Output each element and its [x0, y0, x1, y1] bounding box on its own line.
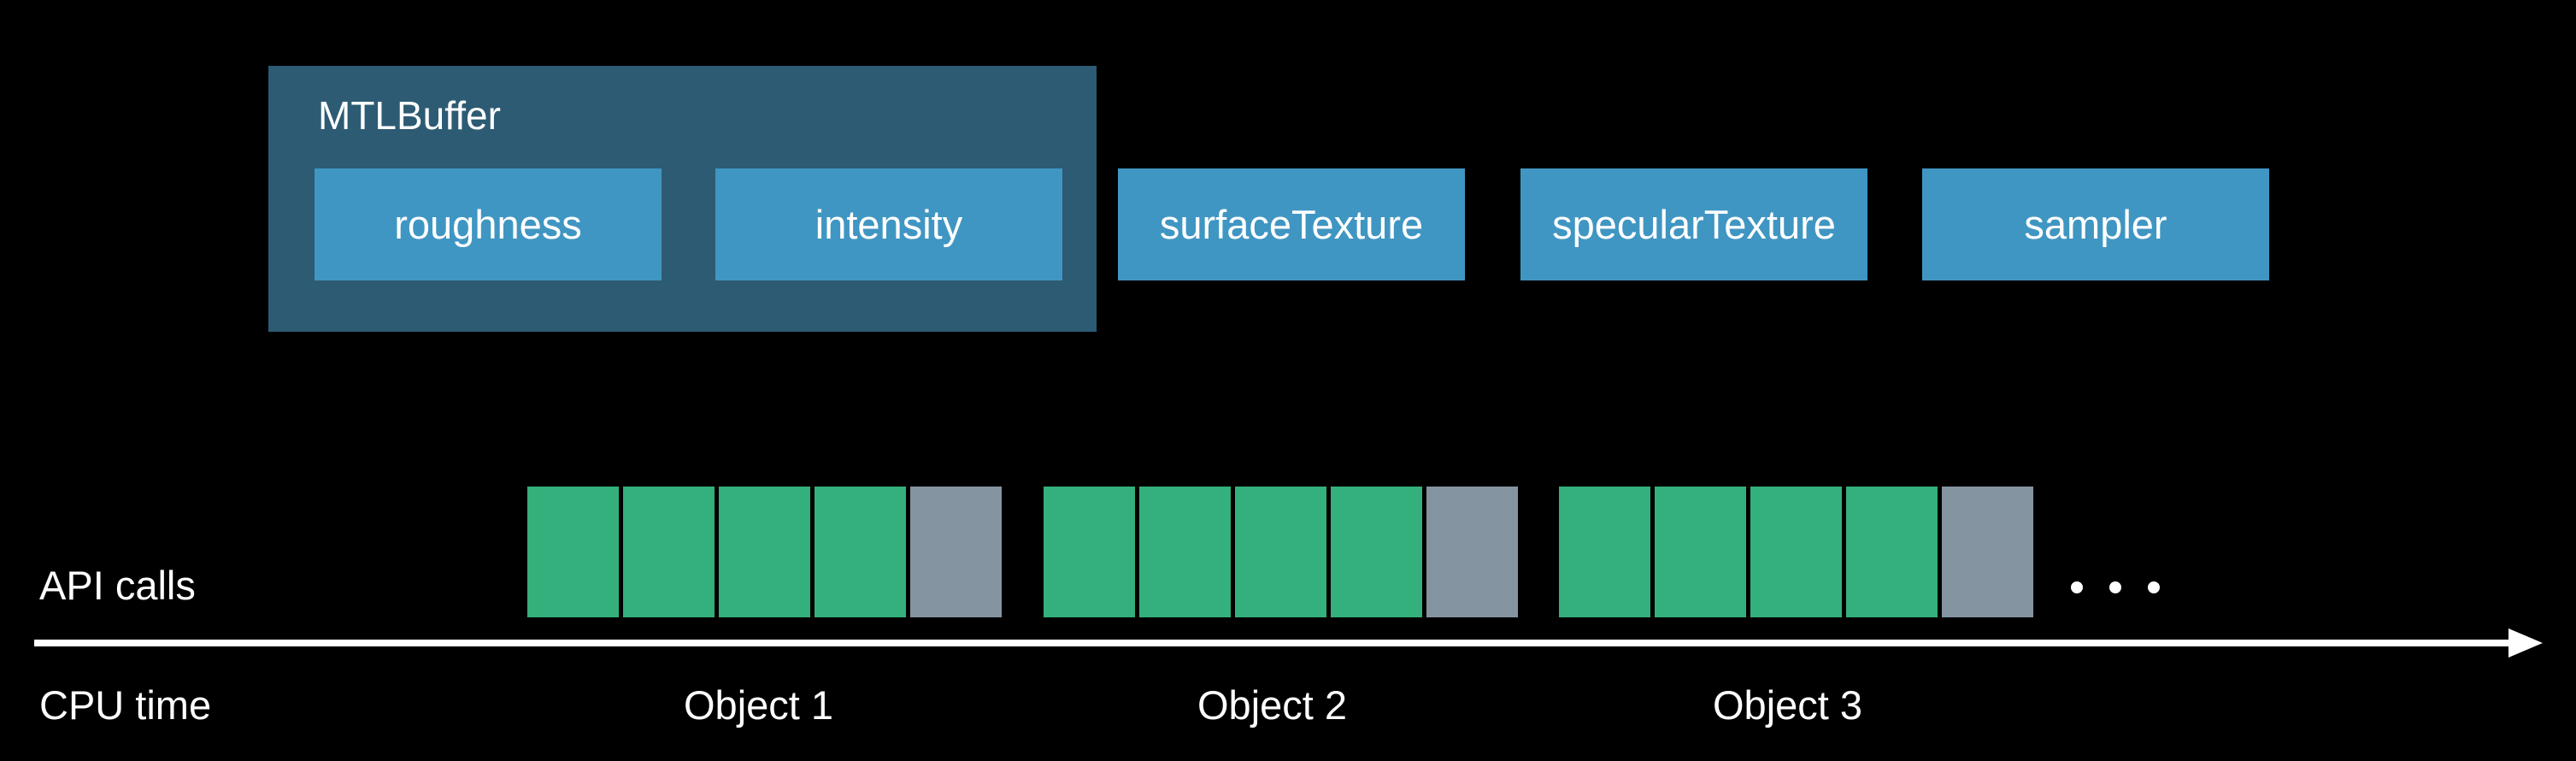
cpu-time-axis: [34, 628, 2543, 658]
api-call-cell-green: [1331, 487, 1422, 617]
api-call-cell-green: [719, 487, 810, 617]
continuation-dot: [2109, 581, 2121, 593]
object-label-3: Object 3: [1713, 682, 1863, 728]
axis-arrowhead: [2508, 628, 2543, 658]
argument-surface-texture: surfaceTexture: [1118, 168, 1465, 280]
mtlbuffer-title: MTLBuffer: [318, 93, 501, 138]
api-call-cell-green: [1044, 487, 1135, 617]
api-call-cell-gray: [1942, 487, 2033, 617]
api-call-cell-green: [1139, 487, 1231, 617]
api-call-cell-green: [527, 487, 619, 617]
api-calls-label: API calls: [39, 563, 196, 608]
object-label-1: Object 1: [684, 682, 834, 728]
api-call-cell-gray: [910, 487, 1002, 617]
cpu-time-label: CPU time: [39, 682, 212, 728]
api-call-cell-green: [1559, 487, 1650, 617]
object-label-2: Object 2: [1197, 682, 1348, 728]
continuation-dot: [2148, 581, 2160, 593]
argument-specular-texture: specularTexture: [1520, 168, 1867, 280]
api-call-cell-green: [1655, 487, 1746, 617]
argument-sampler: sampler: [1922, 168, 2269, 280]
argument-intensity: intensity: [715, 168, 1062, 280]
api-call-cell-gray: [1426, 487, 1518, 617]
continuation-dot: [2071, 581, 2083, 593]
api-call-cell-green: [623, 487, 715, 617]
api-call-cell-green: [1235, 487, 1326, 617]
api-call-cell-green: [1846, 487, 1938, 617]
api-call-cell-green: [1750, 487, 1842, 617]
api-call-cell-green: [815, 487, 906, 617]
argument-roughness: roughness: [315, 168, 662, 280]
